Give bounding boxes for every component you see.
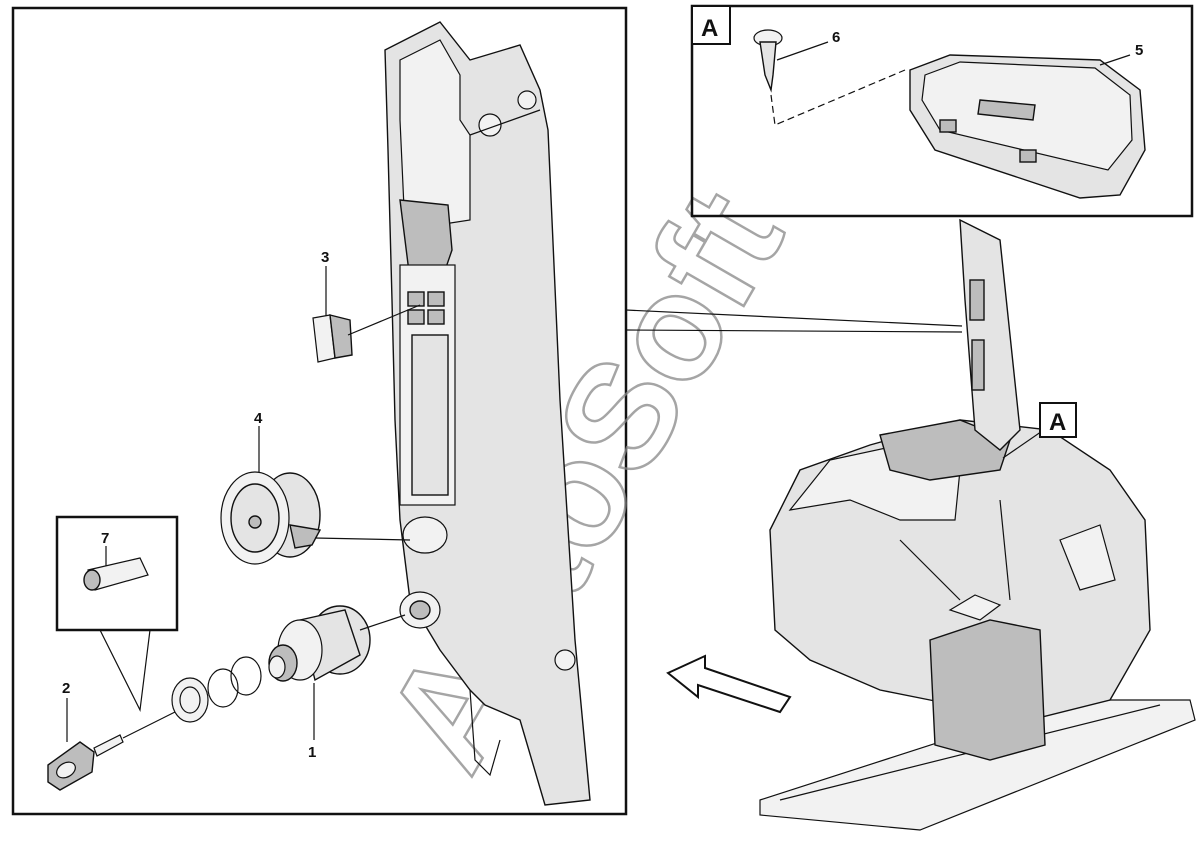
part-3-switch xyxy=(312,266,421,363)
left-detail-frame xyxy=(11,6,628,816)
view-direction-arrow xyxy=(666,654,792,714)
detail-a-label-box xyxy=(691,5,731,45)
callout-3: 3 xyxy=(321,249,329,266)
machine-detail-a-label-box xyxy=(1039,402,1077,438)
part-2-key xyxy=(47,698,176,791)
detail-a-label: A xyxy=(701,15,718,42)
callout-1: 1 xyxy=(308,744,316,761)
detail-a-frame xyxy=(690,4,1194,218)
sealing-rings xyxy=(171,656,262,723)
part-1-ignition-switch xyxy=(268,605,406,740)
machine-detail-a-label: A xyxy=(1049,409,1066,436)
part-4-gauge xyxy=(220,426,411,565)
machine-seat-console xyxy=(769,218,1151,761)
console-pillar-panel xyxy=(384,21,591,806)
callout-5: 5 xyxy=(1135,42,1143,59)
part-6-screw xyxy=(753,29,906,126)
part-5-display-unit xyxy=(909,54,1146,199)
callout-6: 6 xyxy=(832,29,840,46)
callout-7: 7 xyxy=(101,530,109,547)
callout-2: 2 xyxy=(62,680,70,697)
part-7-inset xyxy=(55,515,179,713)
callout-4: 4 xyxy=(254,410,263,427)
